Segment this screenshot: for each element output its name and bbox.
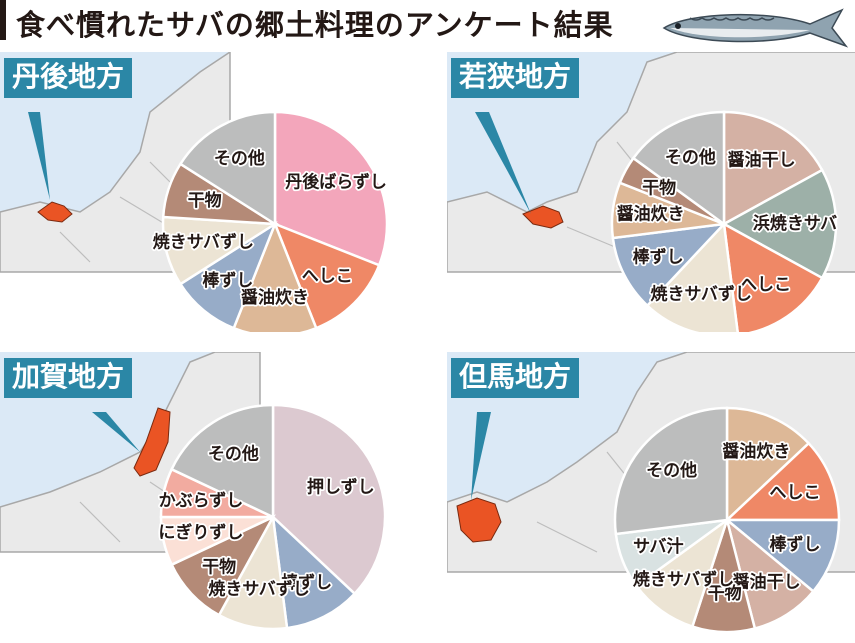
pie-slice <box>271 513 357 630</box>
slice-label: その他 <box>646 460 697 481</box>
slice-label: 棒ずし <box>202 270 253 291</box>
slice-label: へしこ <box>302 266 353 286</box>
region-label-tajima: 但馬地方 <box>451 358 580 398</box>
slice-label: 干物 <box>188 190 222 211</box>
panel-kaga: 押しずし棒ずし焼きサバずし干物 にぎりずし かぶらずし その他 加賀地方 <box>0 352 410 632</box>
slice-label: 干物 <box>202 557 236 578</box>
pie-slice <box>722 110 824 227</box>
pie-slice <box>271 403 387 596</box>
slice-label: その他 <box>665 147 716 168</box>
slice-label: 焼きサバずし <box>153 231 254 252</box>
slice-label: 醤油干し <box>728 149 796 170</box>
slice-label: 醤油炊き <box>722 441 790 462</box>
slice-label: 焼きサバずし <box>633 569 734 590</box>
title-accent-bar <box>0 0 6 40</box>
pie-slice <box>723 441 841 522</box>
slice-label: 浜焼きサバ <box>753 213 837 234</box>
slice-label: 棒ずし <box>770 534 821 555</box>
pie-slice <box>232 220 318 332</box>
slice-label: へしこ <box>770 483 821 503</box>
slice-label: その他 <box>214 148 265 169</box>
pie-slice <box>645 221 739 332</box>
slice-label: 醤油炊き <box>617 204 685 225</box>
slice-label: サバ汁 <box>633 536 683 557</box>
slice-label: へしこ <box>740 275 791 295</box>
slice-label: 干物 <box>708 583 742 604</box>
slice-label: 棒ずし <box>633 247 684 268</box>
pie-slice <box>722 221 824 332</box>
region-label-tango: 丹後地方 <box>4 58 133 98</box>
pie-slice <box>721 168 838 280</box>
slice-label: 焼きサバずし <box>651 283 752 304</box>
slice-label: 押しずし <box>307 477 375 498</box>
page-title: 食べ慣れたサバの郷土料理のアンケート結果 <box>16 8 614 42</box>
pie-slice <box>178 110 277 227</box>
pie-slice <box>723 518 841 594</box>
region-label-kaga: 加賀地方 <box>4 358 133 398</box>
slice-label: にぎりずし <box>158 522 243 543</box>
panel-tajima: 醤油炊きへしこ棒ずし醤油干し干物焼きサバずしサバ汁 その他 但馬地方 <box>447 352 855 632</box>
pie-slice <box>725 406 811 523</box>
pie-slice <box>613 406 729 536</box>
slice-label: その他 <box>208 444 259 465</box>
pie-slice <box>273 110 389 267</box>
slice-label: 醤油干し <box>733 571 801 592</box>
slice-label: 干物 <box>642 177 676 198</box>
pie-slice <box>272 221 381 330</box>
pie-slice <box>611 222 728 308</box>
slice-label: かぶらずし <box>159 491 244 511</box>
slice-label: 棒ずし <box>281 572 332 593</box>
pie-slice <box>169 403 275 519</box>
slice-label: 丹後ばらずし <box>285 172 387 193</box>
panel-tango: 丹後ばらずしへしこ醤油炊き棒ずし 焼きサバずし干物 その他 丹後地方 <box>0 52 410 332</box>
panel-wakasa: 醤油干し浜焼きサバへしこ焼きサバずし 棒ずし 醤油炊き 干物 その他 若狭地方 <box>447 52 855 332</box>
region-label-wakasa: 若狭地方 <box>451 58 580 98</box>
slice-label: 焼きサバずし <box>208 579 309 600</box>
mackerel-illustration <box>662 8 849 48</box>
slice-label: 醤油炊き <box>241 287 309 308</box>
pie-slice <box>631 110 726 227</box>
